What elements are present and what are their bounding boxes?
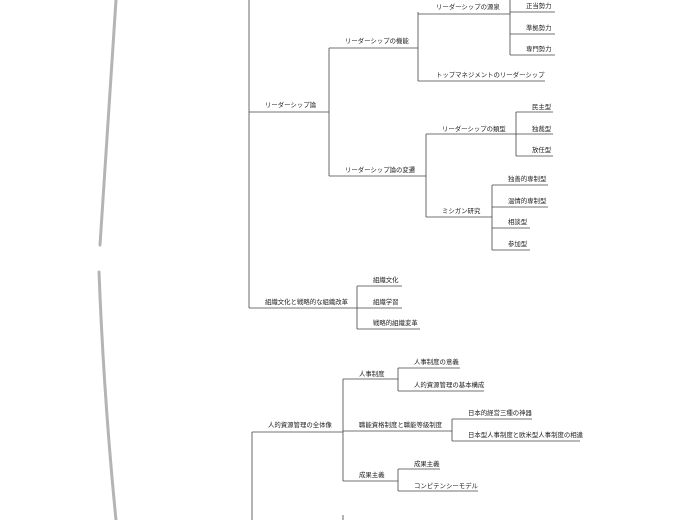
- node-org-learning[interactable]: 組織学習: [357, 297, 402, 309]
- node-laissez-faire[interactable]: 放任型: [516, 145, 553, 157]
- svg-text:正当勢力: 正当勢力: [526, 1, 552, 10]
- svg-text:リーダーシップの機能: リーダーシップの機能: [345, 36, 409, 45]
- svg-text:リーダーシップの類型: リーダーシップの類型: [442, 124, 506, 133]
- svg-text:戦略的組織変革: 戦略的組織変革: [373, 318, 418, 327]
- node-top-management-leadership[interactable]: トップマネジメントのリーダーシップ: [418, 70, 545, 82]
- svg-text:トップマネジメントのリーダーシップ: トップマネジメントのリーダーシップ: [436, 70, 545, 79]
- svg-text:参加型: 参加型: [508, 239, 528, 248]
- node-performance-based-child[interactable]: 成果主義: [398, 459, 440, 470]
- svg-text:人的資源管理の基本構成: 人的資源管理の基本構成: [414, 380, 485, 389]
- spine-upper: [98, 0, 118, 247]
- spine-lower: [97, 270, 118, 520]
- node-hrm-overview[interactable]: 人的資源管理の全体像: [252, 420, 343, 433]
- svg-text:人的資源管理の全体像: 人的資源管理の全体像: [268, 420, 333, 429]
- node-label: リーダーシップ論: [265, 100, 317, 109]
- node-leadership-theory[interactable]: リーダーシップ論: [249, 100, 329, 113]
- svg-text:リーダーシップの源泉: リーダーシップの源泉: [436, 2, 500, 11]
- svg-text:相談型: 相談型: [508, 217, 528, 226]
- node-legitimate-power[interactable]: 正当勢力: [510, 1, 555, 13]
- svg-text:組織文化: 組織文化: [373, 275, 399, 284]
- node-org-culture[interactable]: 組織文化: [357, 275, 402, 287]
- node-japan-vs-west-hr[interactable]: 日本型人事制度と欧米型人事制度の相違: [452, 430, 584, 442]
- svg-text:日本的経営三種の神器: 日本的経営三種の神器: [468, 408, 533, 417]
- node-expert-power[interactable]: 専門勢力: [510, 44, 555, 56]
- node-personnel-system-importance[interactable]: 人事制度の意義: [398, 357, 460, 369]
- node-hrm-basic-structure[interactable]: 人的資源管理の基本構成: [398, 380, 485, 392]
- node-competency-model[interactable]: コンピテンシーモデル: [398, 481, 479, 492]
- node-referent-power[interactable]: 準拠勢力: [510, 23, 555, 35]
- svg-text:成果主義: 成果主義: [414, 459, 440, 468]
- svg-text:温情的専制型: 温情的専制型: [508, 196, 547, 205]
- node-michigan-study[interactable]: ミシガン研究: [426, 206, 492, 218]
- node-autocratic[interactable]: 独裁型: [516, 124, 553, 135]
- svg-text:リーダーシップ論の変遷: リーダーシップ論の変遷: [345, 165, 416, 174]
- svg-text:組織学習: 組織学習: [373, 297, 399, 306]
- node-participative[interactable]: 参加型: [492, 239, 530, 251]
- svg-text:放任型: 放任型: [532, 145, 552, 154]
- node-exploitative-authoritative[interactable]: 独善的専制型: [492, 174, 548, 186]
- svg-text:人事制度の意義: 人事制度の意義: [414, 357, 459, 366]
- svg-text:コンピテンシーモデル: コンピテンシーモデル: [414, 481, 479, 490]
- node-personnel-system[interactable]: 人事制度: [343, 369, 398, 380]
- node-performance-based[interactable]: 成果主義: [343, 470, 398, 482]
- svg-text:独善的専制型: 独善的専制型: [508, 174, 547, 183]
- svg-text:専門勢力: 専門勢力: [526, 44, 552, 53]
- svg-text:組織文化と戦略的な組織改革: 組織文化と戦略的な組織改革: [265, 297, 349, 306]
- svg-text:職能資格制度と職能等級制度: 職能資格制度と職能等級制度: [359, 420, 443, 429]
- node-japanese-three-treasures[interactable]: 日本的経営三種の神器: [452, 408, 533, 420]
- node-leadership-function[interactable]: リーダーシップの機能: [329, 36, 418, 49]
- svg-text:準拠勢力: 準拠勢力: [526, 23, 552, 32]
- node-leadership-source[interactable]: リーダーシップの源泉: [418, 2, 510, 15]
- svg-text:日本型人事制度と欧米型人事制度の相違: 日本型人事制度と欧米型人事制度の相違: [468, 430, 584, 439]
- svg-text:人事制度: 人事制度: [359, 369, 385, 378]
- node-benevolent-authoritative[interactable]: 温情的専制型: [492, 196, 548, 208]
- node-job-grade-systems[interactable]: 職能資格制度と職能等級制度: [343, 420, 452, 432]
- node-consultative[interactable]: 相談型: [492, 217, 530, 229]
- node-leadership-history[interactable]: リーダーシップ論の変遷: [329, 165, 426, 177]
- svg-text:ミシガン研究: ミシガン研究: [442, 206, 481, 215]
- svg-text:民主型: 民主型: [532, 102, 552, 111]
- svg-text:独裁型: 独裁型: [532, 124, 552, 133]
- svg-text:成果主義: 成果主義: [359, 470, 385, 479]
- node-democratic[interactable]: 民主型: [516, 102, 553, 113]
- node-leadership-types[interactable]: リーダーシップの類型: [426, 124, 516, 135]
- node-org-culture-change[interactable]: 組織文化と戦略的な組織改革: [249, 297, 357, 309]
- node-strategic-org-change[interactable]: 戦略的組織変革: [357, 318, 420, 330]
